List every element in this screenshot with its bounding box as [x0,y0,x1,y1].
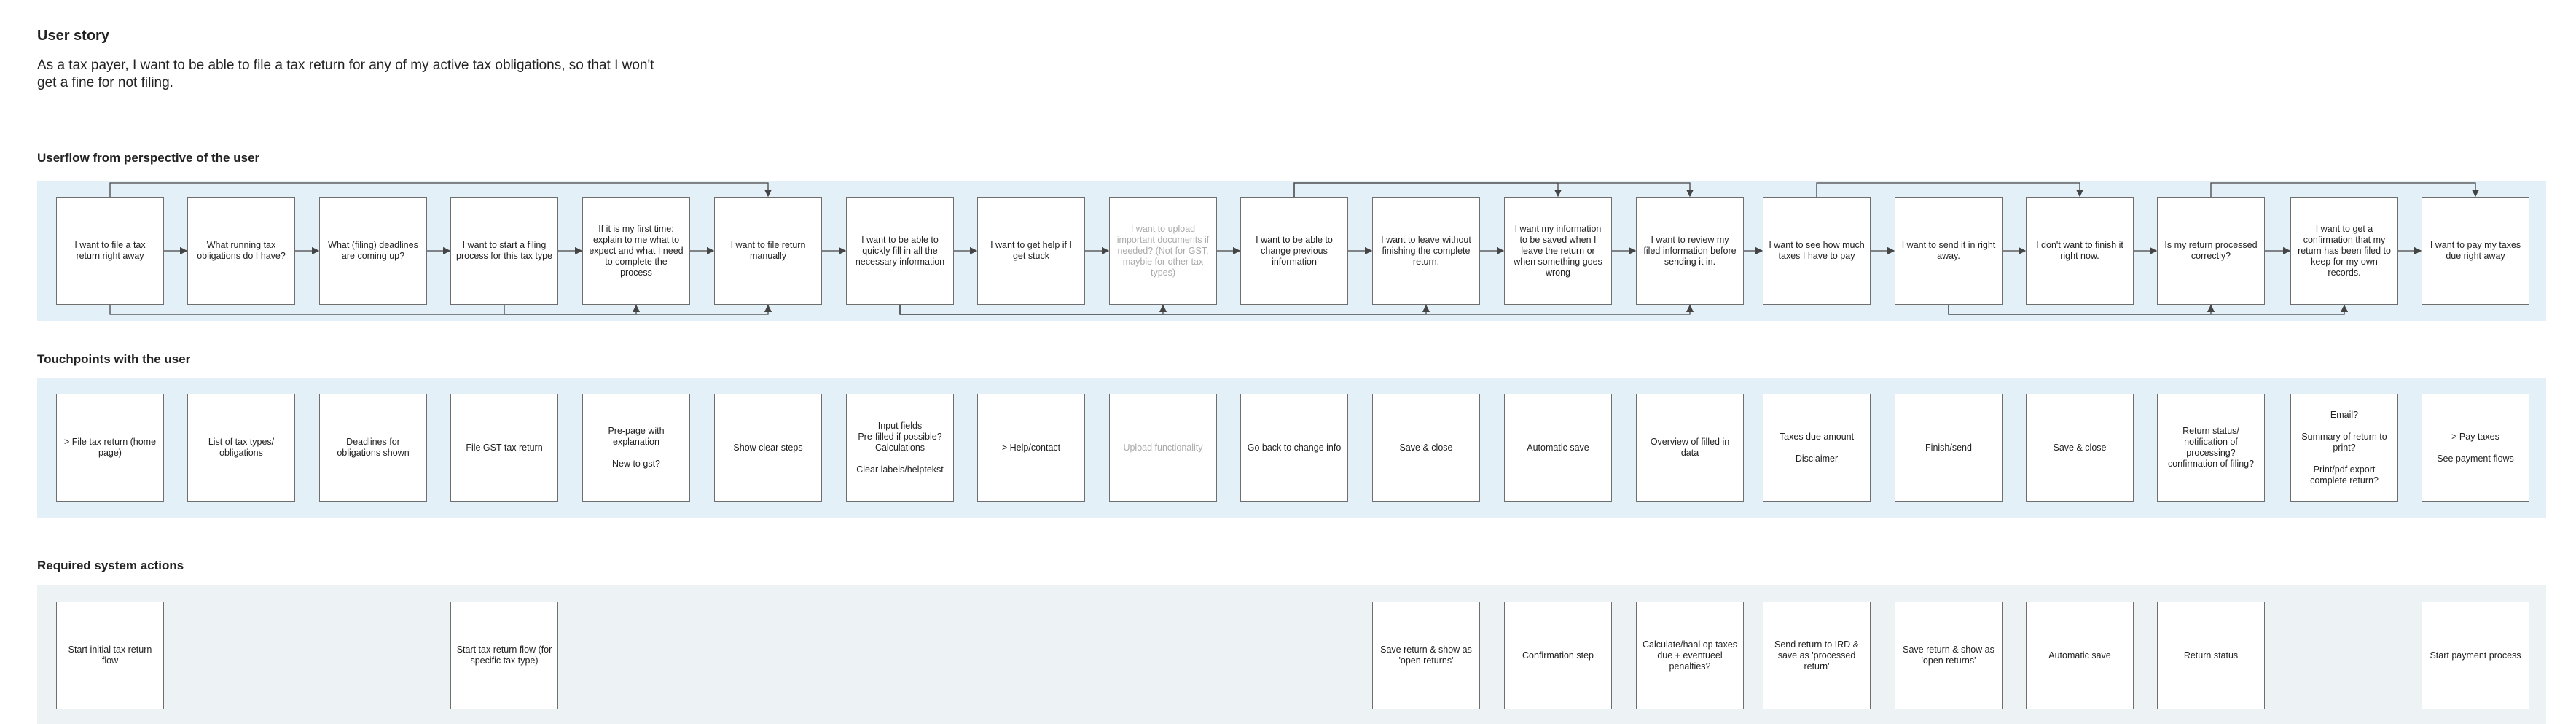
loop-arrow [1293,182,1562,198]
userflow-step: I want to pay my taxes due right away [2422,197,2529,305]
touchpoint-card: Finish/send [1895,394,2003,502]
loop-arrow [1948,304,2215,315]
userflow-step: If it is my first time: explain to me wh… [582,197,690,305]
system-actions-heading: Required system actions [37,558,184,572]
touchpoint-card: > Pay taxes See payment flows [2422,394,2529,502]
userflow-step: I want to upload important documents if … [1109,197,1217,305]
userflow-step: I want to get help if I get stuck [977,197,1085,305]
touchpoint-card: Save & close [1372,394,1480,502]
loop-arrow [1816,182,2084,198]
touchpoint-card: Overview of filled in data [1636,394,1744,502]
system-action-card: Start tax return flow (for specific tax … [450,602,558,709]
touchpoint-card: Deadlines for obligations shown [319,394,427,502]
loop-arrow [899,304,1167,315]
loop-arrow [899,304,1694,315]
system-action-card: Confirmation step [1504,602,1612,709]
userflow-step: I want to be able to quickly fill in all… [846,197,954,305]
system-action-card: Calculate/haal op taxes due + eventueel … [1636,602,1744,709]
touchpoint-card: Taxes due amount Disclaimer [1763,394,1871,502]
touchpoint-card: List of tax types/ obligations [187,394,295,502]
userflow-step: Is my return processed correctly? [2157,197,2265,305]
loop-arrow [1293,182,1694,198]
loop-arrow [109,182,772,198]
user-story-title: User story [37,28,109,44]
touchpoints-heading: Touchpoints with the user [37,352,191,366]
userflow-step: I want to be able to change previous inf… [1240,197,1348,305]
touchpoint-card: > File tax return (home page) [56,394,164,502]
touchpoint-card: File GST tax return [450,394,558,502]
userflow-step: I want to file a tax return right away [56,197,164,305]
touchpoint-card: Go back to change info [1240,394,1348,502]
system-action-card: Start initial tax return flow [56,602,164,709]
touchpoint-card: Save & close [2026,394,2134,502]
userflow-step: What (filing) deadlines are coming up? [319,197,427,305]
userflow-step: What running tax obligations do I have? [187,197,295,305]
userflow-heading: Userflow from perspective of the user [37,151,260,165]
userflow-step: I want to send it in right away. [1895,197,2003,305]
userflow-step: I don't want to finish it right now. [2026,197,2134,305]
system-action-card: Send return to IRD & save as 'processed … [1763,602,1871,709]
system-action-card: Return status [2157,602,2265,709]
system-action-card: Automatic save [2026,602,2134,709]
userflow-step: I want to get a confirmation that my ret… [2290,197,2398,305]
touchpoint-card: Return status/ notification of processin… [2157,394,2265,502]
system-action-card: Start payment process [2422,602,2529,709]
touchpoint-card: Automatic save [1504,394,1612,502]
touchpoint-card: Show clear steps [714,394,822,502]
system-action-card: Save return & show as 'open returns' [1895,602,2003,709]
loop-arrow [109,304,772,315]
touchpoint-card: Input fields Pre-filled if possible? Cal… [846,394,954,502]
touchpoint-card: Upload functionality [1109,394,1217,502]
loop-arrow [2210,182,2480,198]
userflow-step: I want my information to be saved when I… [1504,197,1612,305]
userflow-step: I want to review my filed information be… [1636,197,1744,305]
touchpoint-card: Email? Summary of return to print? Print… [2290,394,2398,502]
touchpoint-card: Pre-page with explanation New to gst? [582,394,690,502]
userflow-step: I want to file return manually [714,197,822,305]
touchpoint-card: > Help/contact [977,394,1085,502]
user-story-text: As a tax payer, I want to be able to fil… [37,58,654,90]
loop-arrow [504,304,641,315]
userflow-step: I want to start a filing process for thi… [450,197,558,305]
system-action-card: Save return & show as 'open returns' [1372,602,1480,709]
userflow-step: I want to see how much taxes I have to p… [1763,197,1871,305]
userflow-step: I want to leave without finishing the co… [1372,197,1480,305]
loop-arrow [1948,304,2349,315]
